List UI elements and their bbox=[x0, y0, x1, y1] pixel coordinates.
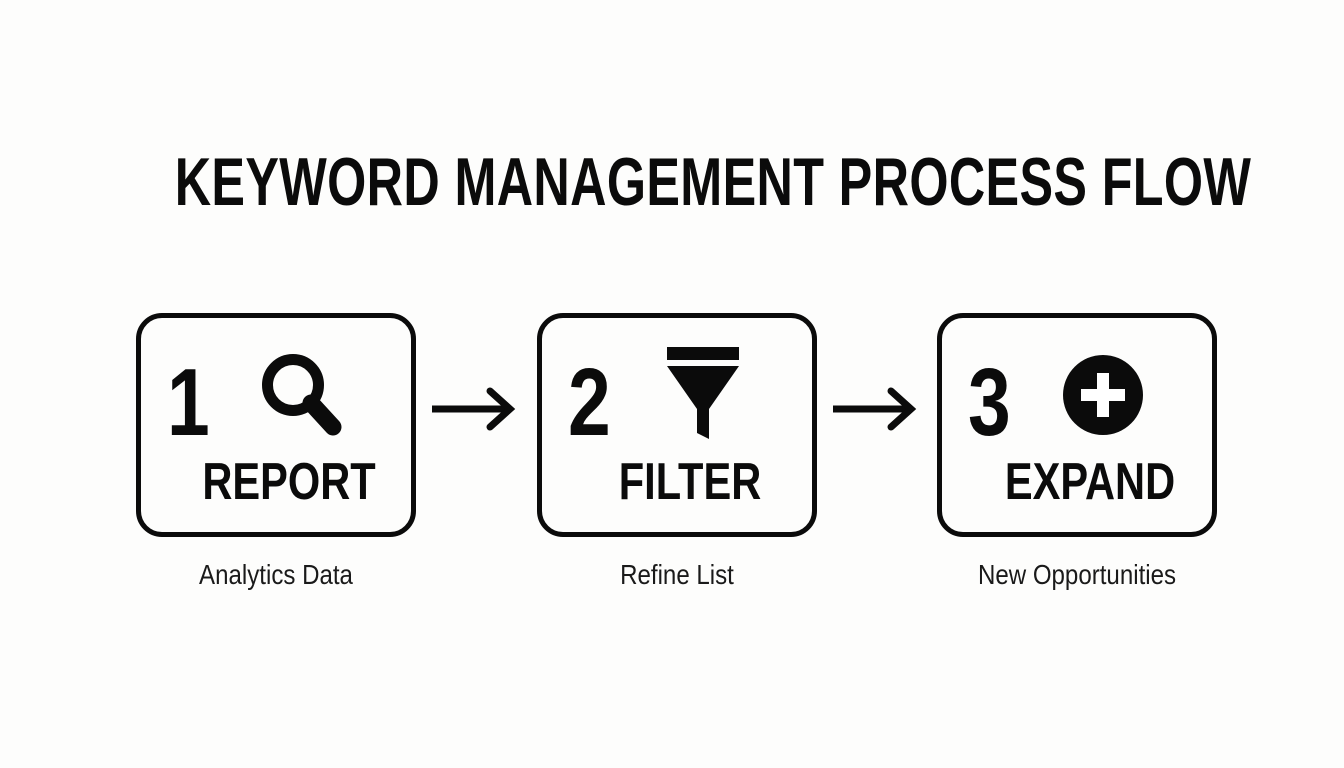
step-label-3: EXPAND bbox=[1004, 453, 1176, 511]
process-step-filter: 2 FILTER Refine List bbox=[536, 313, 817, 589]
step-label-1: REPORT bbox=[202, 453, 376, 511]
step-card-1[interactable]: 1 REPORT bbox=[136, 313, 416, 537]
step-caption-3: New Opportunities bbox=[977, 559, 1177, 590]
process-flow: 1 REPORT Analytics Data 2 bbox=[136, 313, 1217, 589]
arrow-right-icon bbox=[430, 386, 522, 432]
step-card-2[interactable]: 2 FILTER bbox=[536, 313, 817, 537]
step-label-2: FILTER bbox=[618, 453, 761, 511]
step-card-3[interactable]: 3 EXPAND bbox=[937, 313, 1217, 537]
arrow-right-icon bbox=[831, 386, 923, 432]
step-number-3: 3 bbox=[968, 349, 1011, 456]
process-step-report: 1 REPORT Analytics Data bbox=[136, 313, 416, 589]
step-number-2: 2 bbox=[567, 349, 611, 456]
page-title: KEYWORD MANAGEMENT PROCESS FLOW bbox=[174, 144, 1252, 220]
process-step-expand: 3 EXPAND New Opportunities bbox=[937, 313, 1217, 589]
step-caption-1: Analytics Data bbox=[199, 559, 353, 590]
plus-circle-icon bbox=[1038, 346, 1168, 444]
search-icon bbox=[237, 346, 367, 444]
step-caption-2: Refine List bbox=[619, 559, 734, 590]
funnel-icon bbox=[638, 346, 768, 444]
step-number-1: 1 bbox=[167, 349, 210, 456]
